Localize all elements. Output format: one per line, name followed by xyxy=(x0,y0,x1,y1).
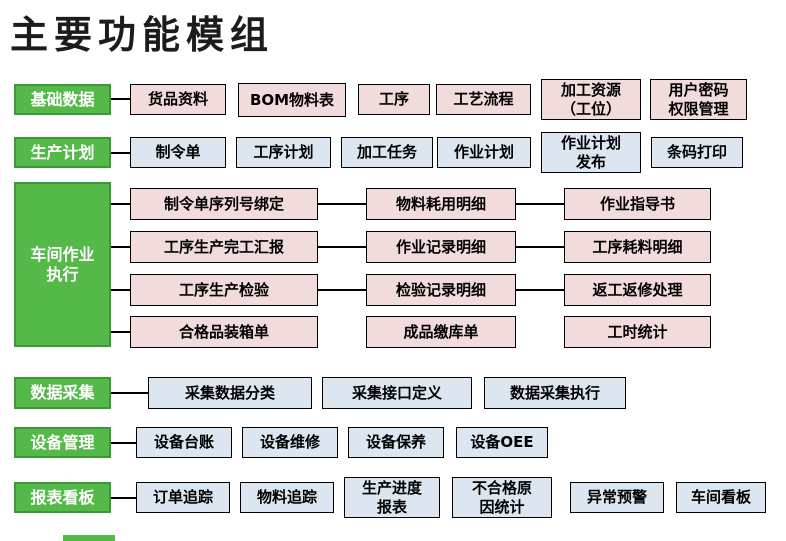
module-box: 作业记录明细 xyxy=(366,231,516,263)
connector-line xyxy=(516,289,564,291)
connector-line xyxy=(516,203,564,205)
module-box: 工序耗料明细 xyxy=(564,231,711,263)
module-box: 合格品装箱单 xyxy=(130,316,318,348)
module-box: 工序计划 xyxy=(236,137,331,168)
module-box: 工序生产检验 xyxy=(130,274,318,306)
connector-line xyxy=(111,203,130,205)
module-box: 货品资料 xyxy=(130,84,226,115)
module-box: 数据采集执行 xyxy=(484,377,626,409)
module-box: 作业计划 发布 xyxy=(541,132,641,173)
connector-line xyxy=(111,289,130,291)
module-box: 设备保养 xyxy=(348,427,444,458)
connector-line xyxy=(111,246,130,248)
module-box: 不合格原 因统计 xyxy=(452,477,552,518)
module-box: 工时统计 xyxy=(564,316,711,348)
category-box-production-plan: 生产计划 xyxy=(14,137,111,168)
connector-line xyxy=(318,203,366,205)
category-box-data-collection: 数据采集 xyxy=(14,377,111,409)
category-box-basic-data: 基础数据 xyxy=(14,84,111,115)
page-title: 主要功能模组 xyxy=(10,13,275,57)
connector-line xyxy=(318,246,366,248)
module-box: 采集数据分类 xyxy=(148,377,312,409)
module-box: 设备OEE xyxy=(456,427,548,458)
module-box: 作业指导书 xyxy=(564,188,711,220)
module-box: 制令单序列号绑定 xyxy=(130,188,318,220)
module-box: 成品缴库单 xyxy=(366,316,516,348)
connector-line xyxy=(111,152,130,154)
connector-line xyxy=(111,497,136,499)
module-box: 物料追踪 xyxy=(240,482,334,513)
module-box: 设备维修 xyxy=(242,427,338,458)
connector-line xyxy=(516,246,564,248)
module-box: BOM物料表 xyxy=(238,83,346,117)
module-box: 检验记录明细 xyxy=(366,274,516,306)
module-box: 生产进度 报表 xyxy=(344,477,440,518)
bottom-accent-bar xyxy=(63,535,115,541)
connector-line xyxy=(318,289,366,291)
module-box: 工序生产完工汇报 xyxy=(130,231,318,263)
category-box-equipment-mgmt: 设备管理 xyxy=(14,427,111,458)
category-box-shopfloor-execution: 车间作业 执行 xyxy=(14,182,111,347)
module-box: 设备台账 xyxy=(136,427,232,458)
module-box: 车间看板 xyxy=(676,482,766,513)
module-box: 条码打印 xyxy=(651,137,743,168)
module-box: 工艺流程 xyxy=(436,84,531,115)
connector-line xyxy=(111,392,148,394)
module-box: 订单追踪 xyxy=(136,482,230,513)
module-box: 用户密码 权限管理 xyxy=(650,79,747,120)
connector-line xyxy=(111,331,130,333)
module-box: 制令单 xyxy=(130,137,226,168)
module-box: 加工任务 xyxy=(341,137,433,168)
module-box: 作业计划 xyxy=(437,137,531,168)
module-box: 物料耗用明细 xyxy=(366,188,516,220)
connector-line xyxy=(111,98,130,100)
module-box: 异常预警 xyxy=(570,482,664,513)
category-box-reports-dashboards: 报表看板 xyxy=(14,482,111,513)
module-box: 加工资源 （工位） xyxy=(541,79,641,120)
connector-line xyxy=(111,442,136,444)
module-box: 采集接口定义 xyxy=(322,377,472,409)
module-box: 工序 xyxy=(358,84,430,115)
module-box: 返工返修处理 xyxy=(564,274,711,306)
